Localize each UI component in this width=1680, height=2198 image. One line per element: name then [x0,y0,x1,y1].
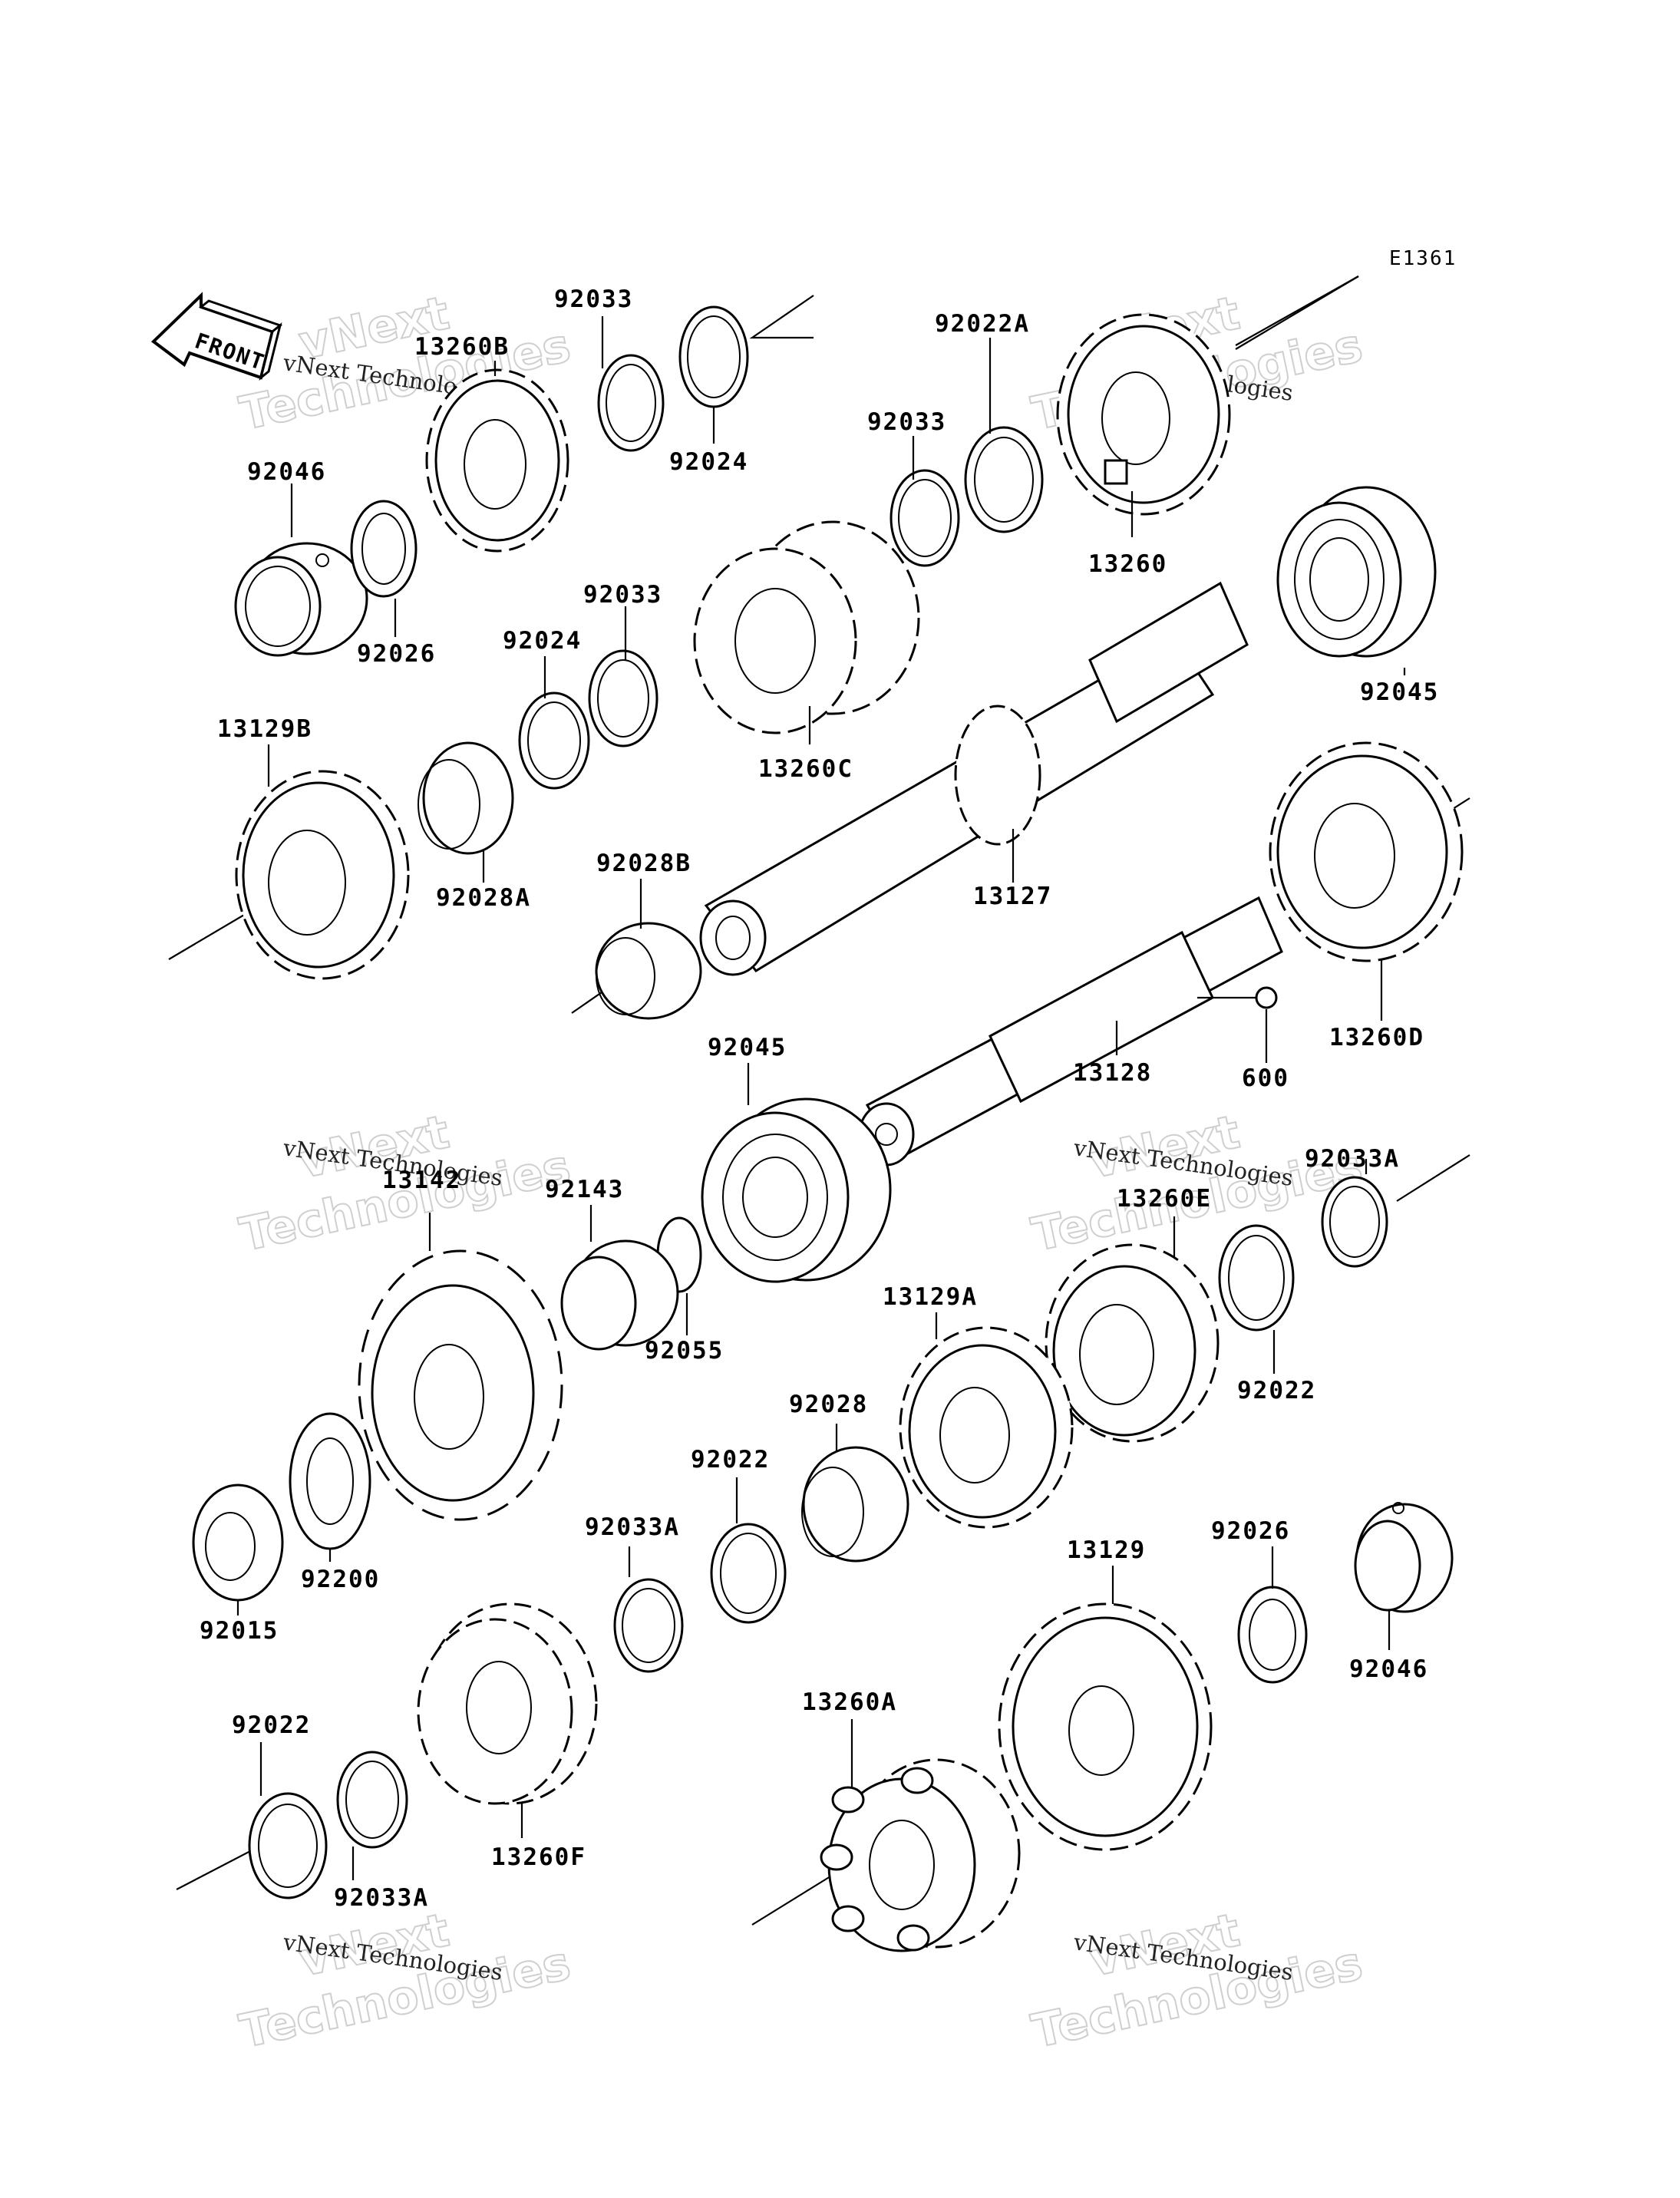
leader-lines [236,316,1406,1880]
part-13260B-gear [425,368,569,553]
part-13260E-gear [1045,1243,1220,1443]
part-13129A-gear [899,1326,1074,1529]
part-13127-shaft [699,581,1249,976]
part-92028B-bushing [595,922,702,1020]
part-92033A-snap-ring-mid [613,1578,684,1673]
part-92200-lock-washer [289,1412,371,1550]
label-92026-top: 92026 [357,640,436,668]
label-13127: 13127 [973,883,1052,910]
label-92022A: 92022A [935,310,1030,338]
label-13260: 13260 [1088,550,1167,578]
part-92143-collar [560,1239,679,1351]
part-92024-washer-lower [518,691,590,790]
label-92200: 92200 [301,1566,380,1593]
part-13260A-gear [820,1758,1021,1952]
watermark-bottom-right: vNext Technologies vNext Technologies [1027,1903,1368,2060]
part-92022-ring-mid [710,1523,787,1624]
label-92143: 92143 [545,1176,624,1203]
label-92028: 92028 [789,1391,868,1418]
part-92015-nut [192,1483,284,1602]
label-13142: 13142 [382,1167,461,1194]
label-13260C: 13260C [758,755,853,783]
label-92045-top: 92045 [1360,678,1439,706]
part-92028-bushing [801,1446,909,1563]
label-13260B: 13260B [414,333,510,361]
part-92026-washer-top [350,500,418,598]
part-13260D-gear [1269,741,1464,962]
diagram-code: E1361 [1389,247,1457,270]
part-92045-bearing-top [1276,486,1437,658]
label-92022-bottom: 92022 [232,1711,311,1739]
part-92022-ring-right [1218,1224,1295,1332]
label-92024-lower: 92024 [503,627,582,655]
label-92033-mid: 92033 [867,408,946,436]
part-92024-washer-top [678,305,749,408]
part-13142-sprocket [358,1249,563,1521]
label-92033-lower: 92033 [583,581,662,609]
part-13129B-gear [235,770,410,980]
label-92028A: 92028A [436,884,531,912]
label-13128: 13128 [1073,1059,1152,1087]
part-92033-snap-ring-lower [588,649,658,748]
label-92033A-mid: 92033A [585,1513,680,1541]
part-92022A-ring [964,426,1044,533]
part-92033A-snap-ring-bottom [336,1751,408,1849]
label-92022-mid: 92022 [691,1446,770,1474]
part-13128-shaft [858,896,1283,1167]
label-92046-top: 92046 [247,458,326,486]
part-600-ball [1255,986,1278,1009]
label-92045-mid: 92045 [708,1034,787,1061]
label-13129: 13129 [1067,1536,1146,1564]
part-13260-gear [1056,313,1231,516]
part-13260C-gear [693,520,920,734]
part-92033-snap-ring-top [597,354,665,452]
label-13260F: 13260F [491,1843,586,1871]
part-92046-collar-bottom [1354,1502,1454,1613]
label-92022-right: 92022 [1237,1377,1316,1404]
part-92026-washer-bottom [1237,1586,1308,1684]
part-92033A-snap-ring-right [1321,1176,1388,1268]
label-92033A-right: 92033A [1305,1145,1400,1173]
label-92055: 92055 [645,1337,724,1365]
label-13260A: 13260A [802,1688,897,1716]
label-13260D: 13260D [1329,1024,1424,1051]
label-13260E: 13260E [1117,1185,1212,1213]
part-labels: 92033 13260B 92024 92046 92026 92022A 92… [200,285,1439,1912]
label-13129B: 13129B [217,715,312,743]
label-92033-top: 92033 [554,285,633,313]
watermark-bottom-left: vNext Technologies vNext Technologies [235,1903,576,2060]
label-92046-bottom: 92046 [1349,1655,1428,1683]
label-92015: 92015 [200,1617,279,1645]
part-92033-snap-ring-mid [890,469,960,567]
front-arrow-icon: FRONT [150,292,283,381]
label-92026-bottom: 92026 [1211,1517,1290,1545]
part-92028A-bushing [418,741,514,855]
part-92046-collar-top [234,542,368,657]
label-13129A: 13129A [883,1283,978,1311]
label-600: 600 [1242,1064,1289,1092]
label-92024-top: 92024 [669,448,748,476]
part-13260F-gear [417,1602,598,1805]
label-92028B: 92028B [596,850,691,877]
label-92033A-bottom: 92033A [334,1884,429,1912]
watermark-mid-right: vNext Technologies vNext Technologies [1027,1104,1368,1263]
part-13129-gear [998,1602,1213,1851]
part-92022-ring-bottom [248,1792,328,1899]
part-92045-bearing-mid [701,1097,892,1283]
